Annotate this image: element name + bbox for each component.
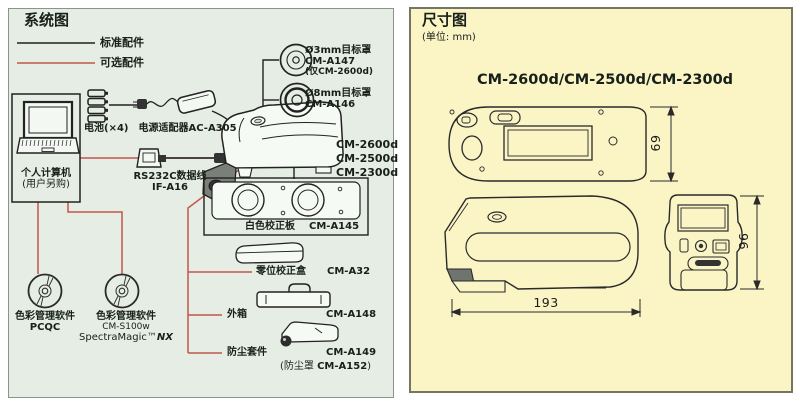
mask-8mm-label: Ø8mm目标罩 CM-A146 bbox=[305, 88, 372, 110]
dimension-diagram-panel bbox=[409, 7, 793, 393]
zero-calibration-box-icon bbox=[235, 242, 304, 264]
dimension-diagram-title: 尺寸图 bbox=[422, 11, 468, 29]
zero-box-model: CM-A32 bbox=[327, 266, 371, 277]
rs232c-model: IF-A16 bbox=[151, 182, 189, 194]
computer-icon bbox=[11, 93, 81, 203]
dim-193-lines bbox=[450, 299, 642, 317]
rs232c-label: RS232C数据线 IF-A16 bbox=[128, 171, 212, 193]
software-spectramagic-label: 色彩管理软件 CM-S100w SpectraMagic™NX bbox=[79, 311, 173, 344]
software-pcqc-label: 色彩管理软件 PCQC bbox=[15, 311, 75, 334]
mask-3mm-label: Ø3mm目标罩 CM-A147 (仅CM-2600d) bbox=[305, 45, 374, 77]
instrument-icon bbox=[202, 101, 344, 203]
case-label: 外箱 bbox=[227, 309, 247, 320]
top-view-drawing bbox=[448, 106, 647, 182]
plate-label: 白色校正板 bbox=[245, 221, 295, 232]
instrument-models-label: CM-2600d CM-2500d CM-2300d bbox=[336, 138, 399, 179]
adapter-model: AC-A305 bbox=[188, 123, 237, 134]
side-view-drawing bbox=[444, 195, 639, 293]
computer-label: 个人计算机 (用户另购) bbox=[21, 168, 71, 191]
dust-note: (防尘罩 CM-A152) bbox=[280, 361, 372, 372]
case-model: CM-A148 bbox=[326, 309, 377, 320]
dim-69-lines bbox=[650, 105, 678, 183]
battery-icons bbox=[87, 89, 108, 123]
plate-model: CM-A145 bbox=[309, 221, 360, 232]
legend-standard-label: 标准配件 bbox=[100, 36, 144, 49]
cd-spectramagic-icon bbox=[104, 273, 140, 309]
power-label: 电池(×4) 电源适配器AC-A305 bbox=[84, 123, 237, 134]
dim-96-lines bbox=[740, 194, 764, 291]
dust-cover-icon bbox=[280, 321, 339, 347]
dim-193-value: 193 bbox=[533, 295, 559, 310]
white-calibration-plate-icon bbox=[203, 177, 369, 236]
dim-69-value: 69 bbox=[648, 134, 663, 152]
cd-pcqc-icon bbox=[27, 273, 63, 309]
rear-view-drawing bbox=[664, 194, 743, 291]
target-mask-3mm-icon bbox=[279, 43, 313, 77]
ac-adapter-icon bbox=[133, 89, 236, 127]
dim-96-value: 96 bbox=[736, 232, 751, 250]
system-diagram-title: 系统图 bbox=[24, 11, 70, 29]
zero-box-label: 零位校正盒 bbox=[256, 266, 306, 277]
dust-model: CM-A149 bbox=[326, 347, 377, 358]
standard-connection-lines bbox=[109, 59, 295, 179]
legend-optional-label: 可选配件 bbox=[100, 56, 144, 69]
dimension-models-title: CM-2600d/CM-2500d/CM-2300d bbox=[477, 72, 734, 88]
dust-label: 防尘套件 bbox=[227, 347, 267, 358]
target-mask-8mm-icon bbox=[279, 82, 315, 118]
carrying-case-icon bbox=[256, 283, 331, 308]
dimension-unit-label: (单位: mm) bbox=[422, 32, 476, 43]
